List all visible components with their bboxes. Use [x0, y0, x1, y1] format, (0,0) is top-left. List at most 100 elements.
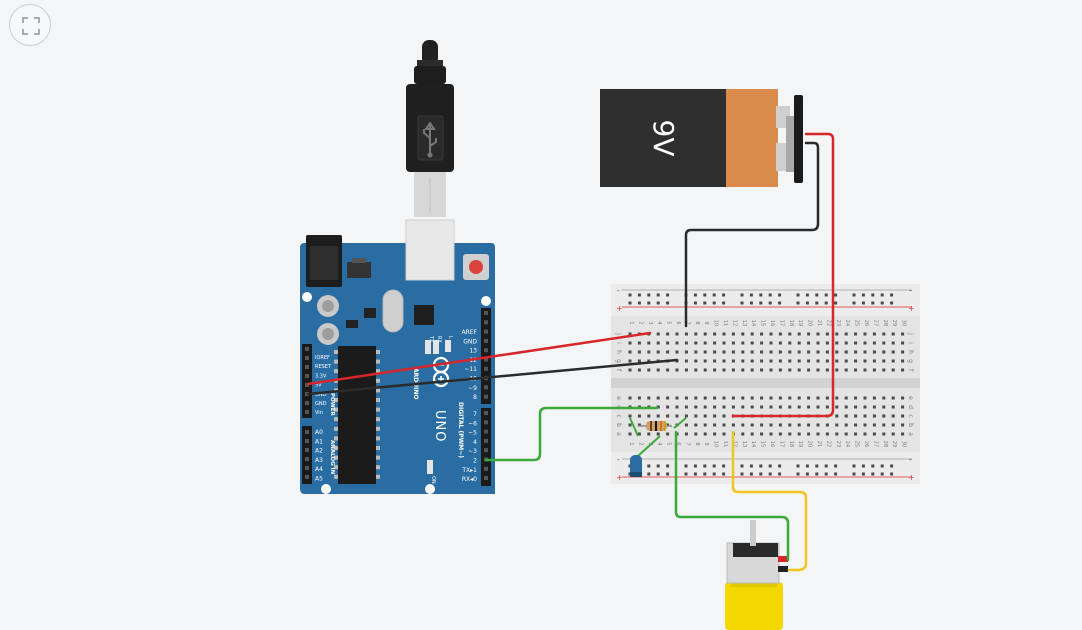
rail-minus-label-top-right: - [909, 286, 912, 295]
digital-pin-label: 2 [473, 458, 477, 465]
wire-green-motor[interactable] [674, 430, 790, 562]
breadboard-column-label: 15 [760, 320, 766, 326]
wire-red-battery[interactable] [731, 132, 835, 418]
rx-led-label: RX [436, 336, 442, 343]
arduino-model-text: UNO [432, 410, 447, 442]
analog-pin-label: A5 [315, 476, 323, 483]
digital-pin-label: ~5 [468, 430, 477, 437]
breadboard-column-label: 6 [675, 321, 681, 324]
wire-black-battery[interactable] [684, 141, 820, 328]
breadboard-column-label: 19 [797, 320, 803, 326]
breadboard-column-label: 5 [666, 442, 672, 445]
digital-pin-label: 7 [473, 411, 477, 418]
rail-plus-label-bottom-left: + [616, 473, 623, 482]
breadboard-column-label: 24 [844, 320, 850, 326]
breadboard-column-label: 9 [703, 442, 709, 445]
wire-black-gnd[interactable] [306, 358, 679, 396]
digital-header-label: DIGITAL (PWM~) [457, 402, 464, 458]
power-header-label: POWER [329, 393, 335, 417]
arduino-uno-board[interactable]: TX RX L ON ARDUINO UNO POWER ANALOG IN D… [300, 219, 495, 494]
usb-icon [417, 115, 444, 161]
usb-cable[interactable] [406, 40, 454, 217]
breadboard-column-label: 18 [788, 320, 794, 326]
breadboard-column-label: 21 [816, 441, 822, 447]
digital-pin-label: 8 [473, 394, 477, 401]
digital-pin-label: ~11 [464, 366, 477, 373]
wire-green-pin2[interactable] [484, 406, 659, 462]
breadboard-column-label: 27 [872, 441, 878, 447]
breadboard-column-label: 6 [675, 442, 681, 445]
transistor-leads [629, 417, 687, 457]
power-pin-label: 5V [315, 383, 322, 389]
digital-pin-label: AREF [461, 329, 477, 336]
diode[interactable] [630, 455, 642, 477]
breadboard-column-label: 4 [656, 321, 662, 324]
breadboard[interactable]: 1122334455667788991010111112121313141415… [611, 284, 920, 484]
breadboard-row-label: i [907, 342, 914, 344]
breadboard-column-label: 28 [882, 320, 888, 326]
fit-view-button[interactable] [9, 4, 51, 46]
power-pin-label: GND [315, 392, 327, 398]
breadboard-column-label: 13 [741, 441, 747, 447]
breadboard-column-label: 26 [863, 441, 869, 447]
9v-battery[interactable]: 9V [600, 89, 803, 187]
analog-header-label: ANALOG IN [329, 440, 335, 475]
breadboard-column-label: 17 [778, 441, 784, 447]
breadboard-column-label: 10 [713, 441, 719, 447]
power-pin-label: Vin [315, 410, 323, 416]
breadboard-row-label: c [615, 414, 622, 417]
breadboard-column-label: 7 [684, 442, 690, 445]
breadboard-column-label: 19 [797, 441, 803, 447]
dc-motor[interactable] [725, 520, 788, 630]
digital-pin-label: ~9 [468, 385, 477, 392]
breadboard-row-label: e [615, 396, 622, 400]
breadboard-column-label: 26 [863, 320, 869, 326]
analog-pin-label: A3 [315, 457, 323, 464]
breadboard-column-label: 30 [901, 441, 907, 447]
breadboard-column-label: 28 [882, 441, 888, 447]
breadboard-row-label: a [907, 432, 914, 436]
breadboard-row-label: g [907, 359, 914, 363]
l-led-label: L [447, 336, 453, 339]
breadboard-column-label: 27 [872, 320, 878, 326]
analog-header[interactable] [302, 426, 312, 484]
breadboard-row-label: b [907, 423, 914, 427]
wire-red-5v[interactable] [306, 331, 652, 386]
breadboard-column-label: 21 [816, 320, 822, 326]
rail-plus-label-bottom-right: + [908, 473, 915, 482]
resistor[interactable] [638, 421, 672, 431]
breadboard-column-label: 10 [713, 320, 719, 326]
breadboard-column-label: 20 [807, 320, 813, 326]
rail-plus-label-top-left: + [616, 304, 623, 313]
breadboard-column-label: 16 [769, 441, 775, 447]
analog-pin-label: A0 [315, 429, 323, 436]
breadboard-row-label: h [615, 350, 622, 354]
power-header[interactable] [302, 344, 312, 418]
breadboard-column-label: 29 [891, 441, 897, 447]
breadboard-column-label: 8 [694, 321, 700, 324]
breadboard-column-label: 11 [722, 320, 728, 326]
breadboard-column-label: 2 [637, 321, 643, 324]
breadboard-column-label: 20 [807, 441, 813, 447]
breadboard-row-label: j [907, 332, 914, 335]
breadboard-column-label: 1 [628, 442, 634, 445]
rail-minus-label-bottom-left: - [617, 455, 620, 464]
breadboard-column-label: 24 [844, 441, 850, 447]
digital-pin-label: 4 [473, 439, 477, 446]
rail-plus-label-top-right: + [908, 304, 915, 313]
tx-led-label: TX [428, 335, 434, 343]
wire-yellow-motor[interactable] [731, 430, 808, 572]
breadboard-row-label: a [615, 432, 622, 436]
breadboard-column-label: 22 [825, 441, 831, 447]
power-pin-label: 3.3V [315, 373, 327, 379]
digital-pin-label: ~6 [468, 420, 477, 427]
breadboard-column-label: 25 [854, 441, 860, 447]
breadboard-column-label: 12 [731, 320, 737, 326]
breadboard-column-label: 9 [703, 321, 709, 324]
breadboard-column-label: 7 [684, 321, 690, 324]
breadboard-column-label: 15 [760, 441, 766, 447]
breadboard-column-label: 22 [825, 320, 831, 326]
digital-pin-label: GND [463, 338, 477, 345]
digital-header[interactable] [481, 308, 491, 486]
